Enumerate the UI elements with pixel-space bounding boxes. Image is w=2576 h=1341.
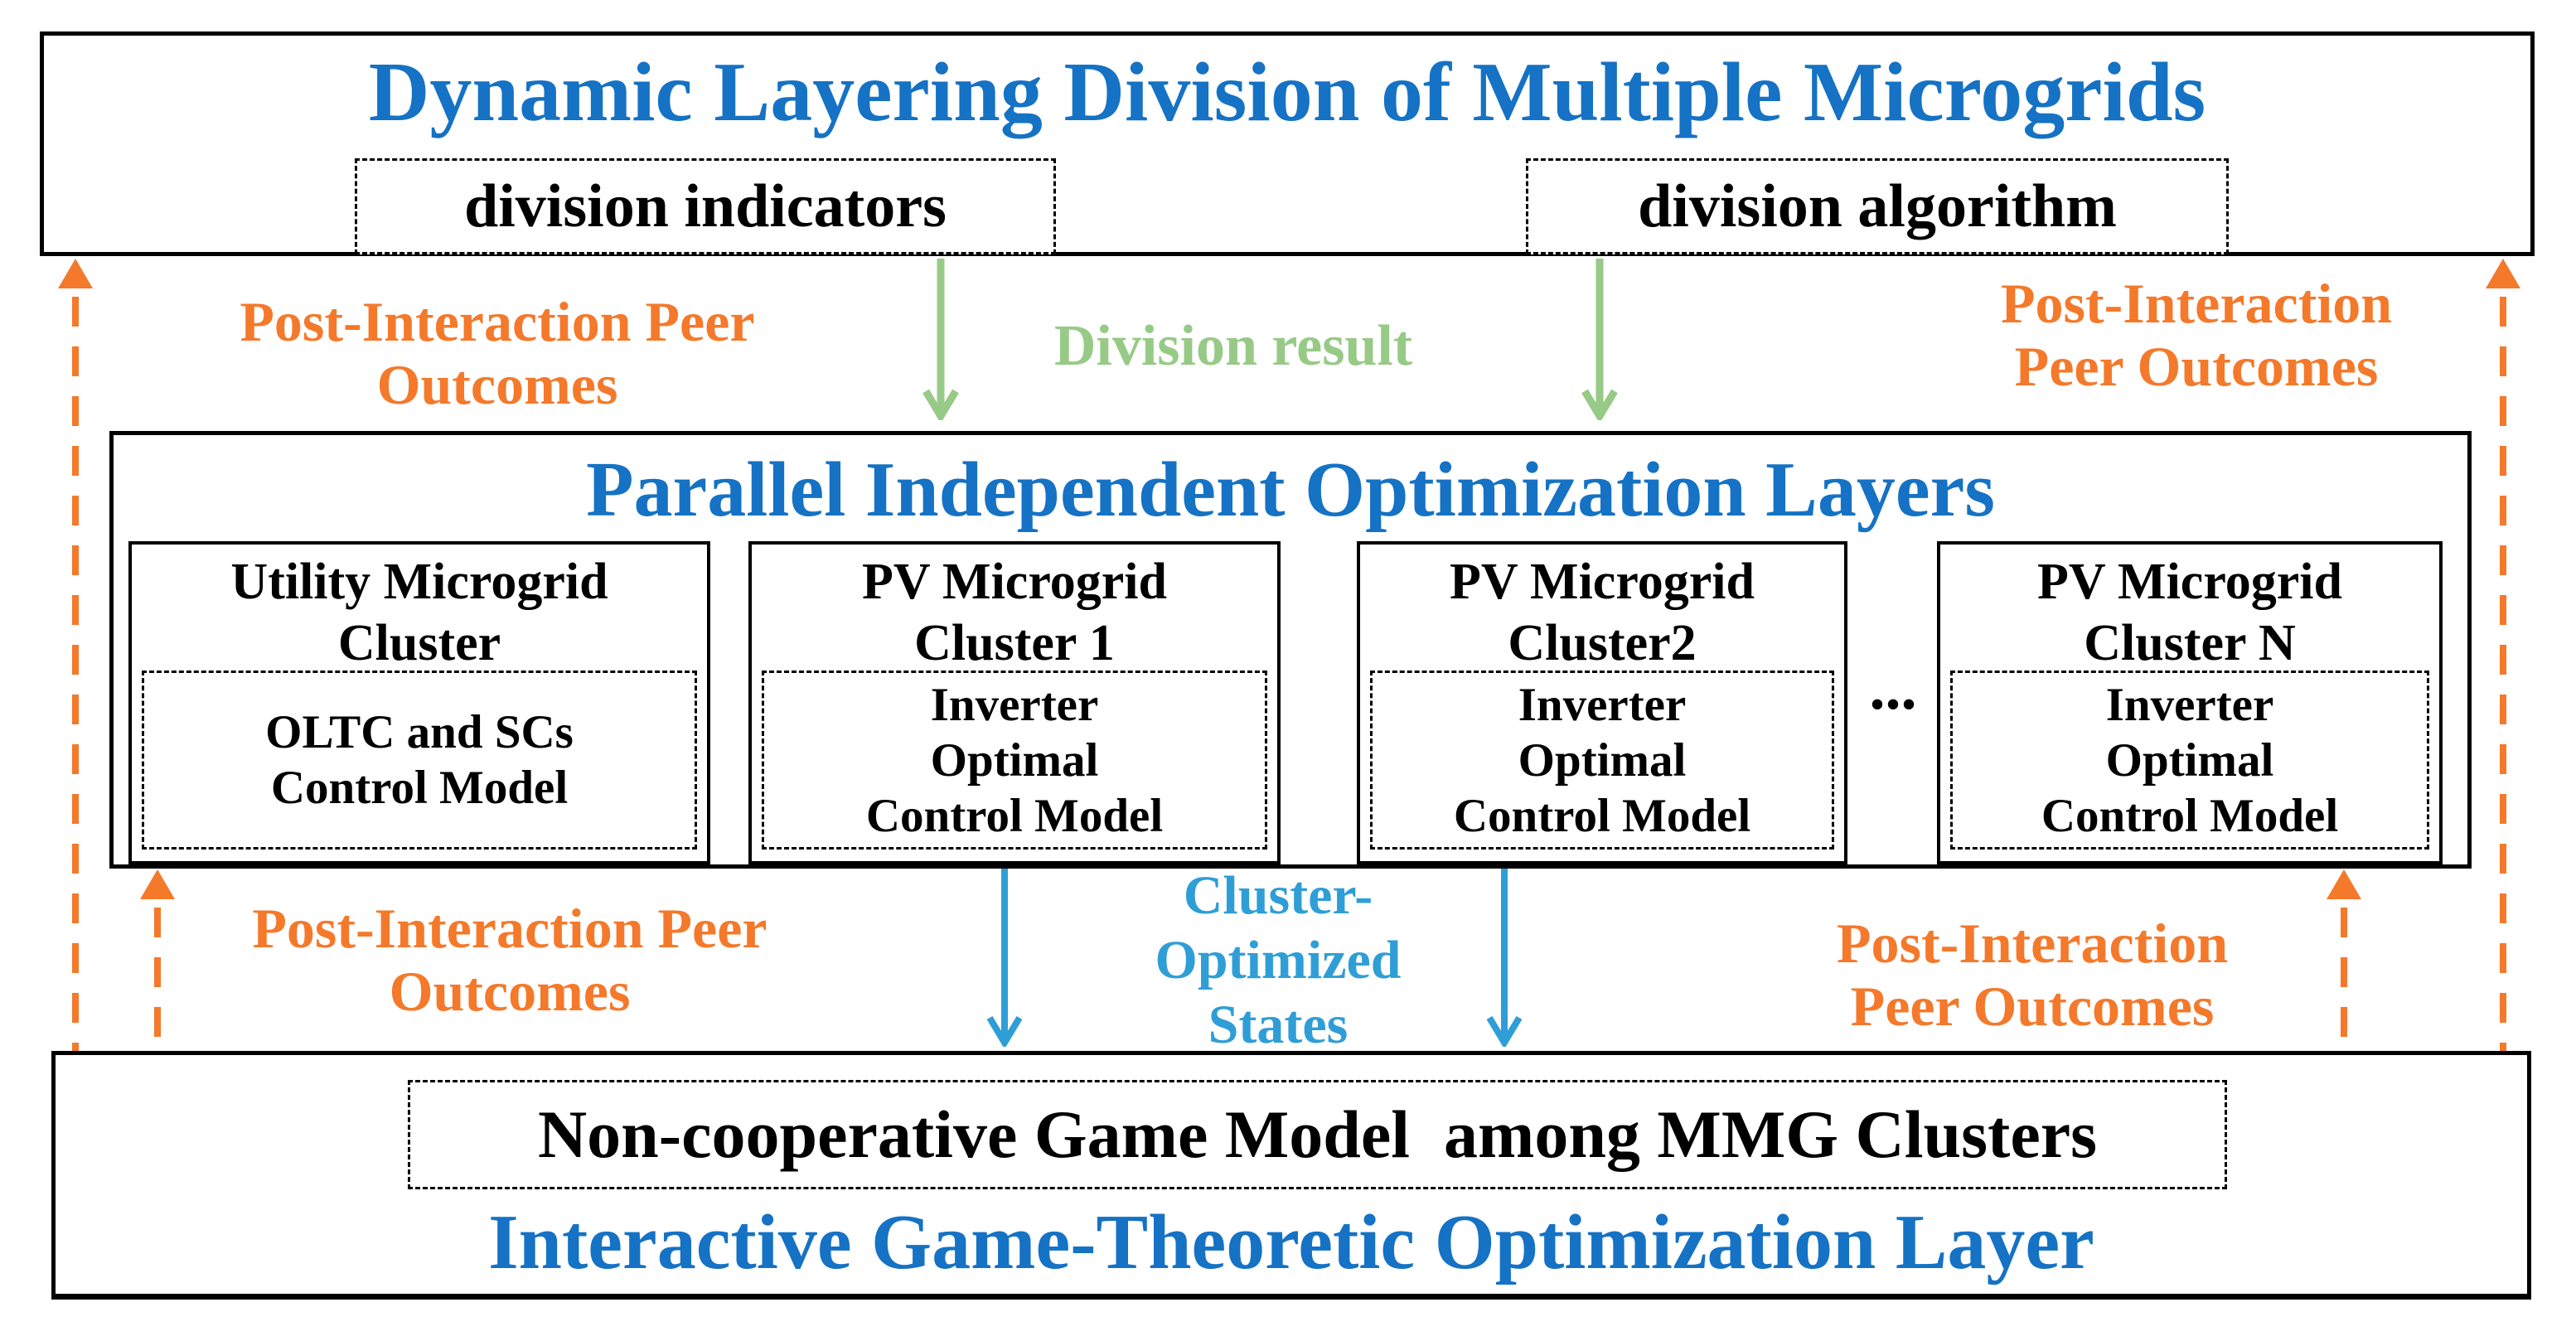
cluster-title-line: Utility Microgrid [230,554,608,610]
cluster-optimized-states-label: Cluster- Optimized States [1029,864,1527,1058]
label-line: Outcomes [389,960,631,1023]
top-layer-title: Dynamic Layering Division of Multiple Mi… [368,46,2206,139]
label-line: Outcomes [376,353,618,416]
cluster-title-line: Cluster 1 [914,615,1115,671]
label-line: Cluster- [1183,865,1373,926]
post-interaction-top-right-label: Post-Interaction Peer Outcomes [1823,272,2569,398]
clusters-ellipsis: ... [1869,653,1917,723]
model-line: Control Model [2041,789,2339,842]
post-interaction-bottom-left-label: Post-Interaction Peer Outcomes [137,897,883,1023]
peer-outcomes-arrow-far-left [58,259,93,1051]
cluster-title-line: Cluster [337,615,501,671]
label-line: Post-Interaction [2000,272,2393,335]
cluster-title-line: PV Microgrid [2037,554,2342,610]
model-line: Optimal [2105,733,2274,787]
cluster-title: PV Microgrid Cluster 1 [752,545,1277,674]
peer-outcomes-arrow-far-right [2486,259,2520,1051]
division-result-label: Division result [1053,314,1413,378]
cluster-title-line: Cluster2 [1508,615,1697,671]
label-line: Peer Outcomes [2014,335,2379,398]
inverter-optimal-control-model-box: Inverter Optimal Control Model [1950,670,2429,850]
cluster-title: Utility Microgrid Cluster [132,545,707,674]
division-indicators-label: division indicators [464,172,947,240]
division-result-arrow-left [922,259,959,420]
peer-outcomes-arrow-inner-right [2327,869,2361,1051]
top-layer-box: Dynamic Layering Division of Multiple Mi… [40,31,2535,256]
division-algorithm-box: division algorithm [1526,158,2229,254]
model-line: Inverter [2105,678,2274,731]
pv-microgrid-cluster1-box: PV Microgrid Cluster 1 Inverter Optimal … [748,541,1281,864]
bottom-layer-box: Non-cooperative Game Model among MMG Clu… [51,1051,2531,1300]
model-line: Inverter [930,678,1099,731]
middle-layer-title: Parallel Independent Optimization Layers [586,447,1995,533]
model-line: Optimal [930,733,1099,787]
label-line: Post-Interaction Peer [240,290,755,353]
division-result-arrow-right [1581,259,1618,420]
division-indicators-box: division indicators [355,158,1056,254]
model-line: Control Model [865,789,1164,842]
utility-microgrid-cluster-box: Utility Microgrid Cluster OLTC and SCs C… [128,541,710,864]
inverter-optimal-control-model-box: Inverter Optimal Control Model [1370,670,1834,850]
label-line: Post-Interaction [1836,912,2229,975]
noncooperative-game-model-label: Non-cooperative Game Model among MMG Clu… [537,1097,2098,1172]
middle-layer-box: Parallel Independent Optimization Layers… [109,431,2472,869]
label-line: Peer Outcomes [1850,975,2215,1038]
inverter-optimal-control-model-box: Inverter Optimal Control Model [762,670,1267,850]
post-interaction-bottom-right-label: Post-Interaction Peer Outcomes [1659,912,2405,1038]
label-line: Optimized [1155,930,1402,990]
peer-outcomes-arrow-inner-left [140,869,175,1051]
label-line: States [1208,995,1349,1055]
cluster-title: PV Microgrid Cluster N [1940,545,2439,674]
division-algorithm-label: division algorithm [1638,172,2117,240]
model-line: Inverter [1518,678,1687,731]
cluster-states-arrow-left [986,869,1023,1047]
oltc-sc-control-model-box: OLTC and SCs Control Model [142,670,697,850]
model-line: Control Model [1453,789,1751,842]
cluster-states-arrow-right [1486,869,1523,1047]
pv-microgrid-cluster2-box: PV Microgrid Cluster2 Inverter Optimal C… [1357,541,1847,864]
cluster-title-line: PV Microgrid [862,554,1167,610]
post-interaction-top-left-label: Post-Interaction Peer Outcomes [124,290,870,416]
model-line: Optimal [1518,733,1687,787]
cluster-title-line: Cluster N [2084,615,2296,671]
cluster-title: PV Microgrid Cluster2 [1360,545,1844,674]
label-line: Post-Interaction Peer [252,897,767,960]
cluster-title-line: PV Microgrid [1450,554,1755,610]
pv-microgrid-clusterN-box: PV Microgrid Cluster N Inverter Optimal … [1937,541,2443,864]
model-line: OLTC and SCs [265,706,574,758]
bottom-layer-title: Interactive Game-Theoretic Optimization … [488,1199,2094,1285]
model-line: Control Model [270,762,569,814]
noncooperative-game-model-box: Non-cooperative Game Model among MMG Clu… [408,1080,2227,1189]
